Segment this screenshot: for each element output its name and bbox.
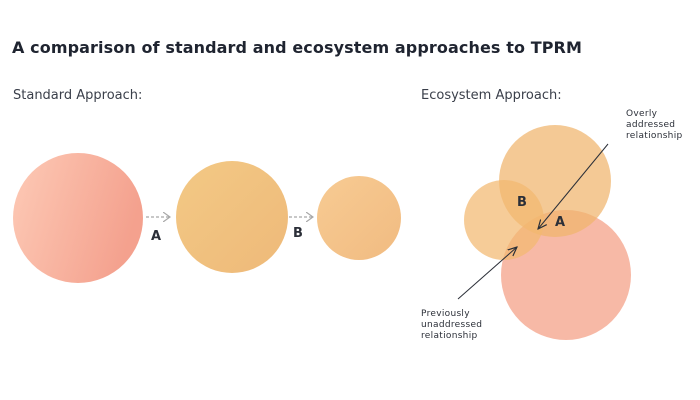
standard-label-a: A — [151, 229, 161, 244]
standard-circle-large — [13, 153, 143, 283]
overly-note-line-2: addressed — [626, 120, 675, 130]
page-title: A comparison of standard and ecosystem a… — [12, 38, 583, 57]
overly-note-line-3: relationship — [626, 131, 683, 141]
previously-note-line-2: unaddressed — [421, 320, 482, 330]
standard-label-b: B — [293, 226, 303, 241]
previously-note-line-1: Previously — [421, 309, 470, 319]
standard-approach-heading: Standard Approach: — [13, 88, 143, 103]
previously-note-line-3: relationship — [421, 331, 478, 341]
previously-unaddressed-arrow — [457, 247, 517, 300]
svg-text:Previously unaddressed: Previously unaddressed relationship — [421, 309, 486, 341]
overly-note-line-1: Overly — [626, 109, 658, 119]
overly-addressed-arrow — [538, 143, 609, 229]
standard-circle-medium — [176, 161, 288, 273]
ecosystem-label-a: A — [555, 215, 565, 230]
ecosystem-approach-heading: Ecosystem Approach: — [421, 88, 562, 103]
svg-text:Overly addressed relat: Overly addressed relationship — [626, 109, 683, 141]
ecosystem-label-b: B — [517, 195, 527, 210]
ecosystem-circle-left — [464, 180, 544, 260]
standard-circle-small — [317, 176, 401, 260]
